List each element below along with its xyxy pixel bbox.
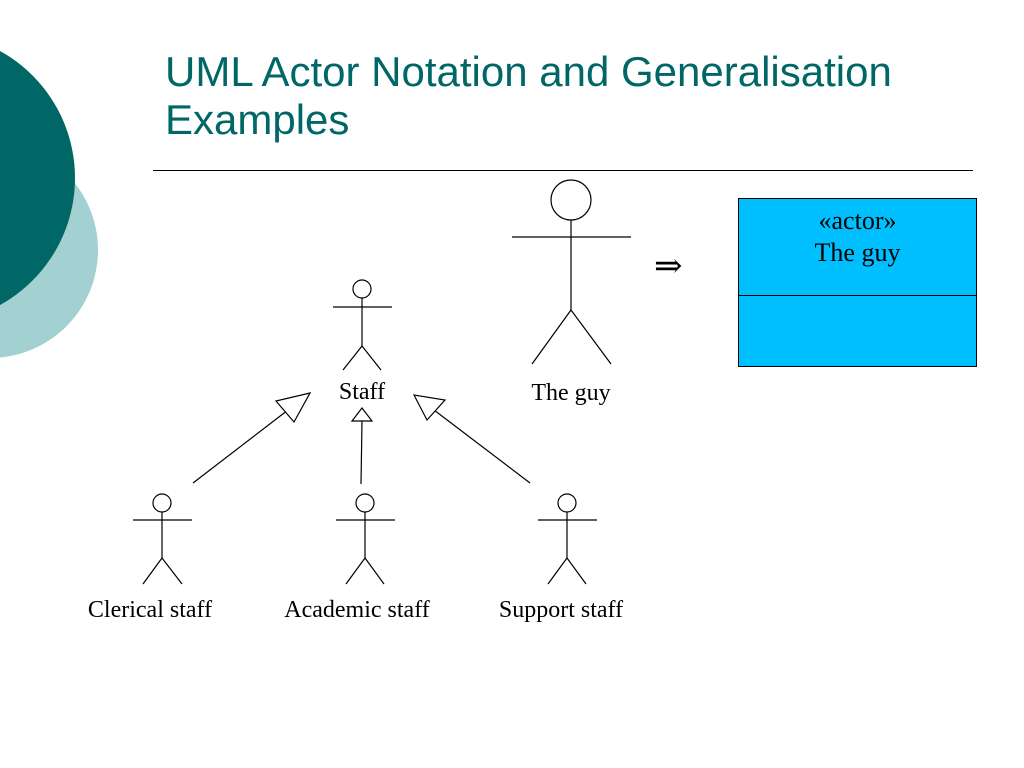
actor-class-header: «actor» The guy <box>739 199 976 296</box>
clerical-staff-actor-icon <box>133 493 192 585</box>
support-staff-actor-icon <box>538 493 597 585</box>
implies-arrow: ⇒ <box>654 246 683 286</box>
staff-actor-icon <box>333 279 392 371</box>
actor-stereotype: «actor» <box>818 206 897 235</box>
slide-title: UML Actor Notation and Generalisation Ex… <box>165 48 1005 144</box>
staff-label: Staff <box>338 379 386 405</box>
support-staff-label: Support staff <box>498 597 624 623</box>
actor-class-name: The guy <box>814 238 901 267</box>
generalisation-arrow-support <box>412 394 531 484</box>
actor-class-box: «actor» The guy <box>738 198 977 367</box>
academic-staff-actor-icon <box>336 493 395 585</box>
title-divider <box>153 170 973 171</box>
clerical-staff-label: Clerical staff <box>87 597 213 623</box>
academic-staff-label: Academic staff <box>284 597 430 623</box>
title-line-1: UML Actor Notation and Generalisation <box>165 48 892 95</box>
title-line-2: Examples <box>165 96 350 143</box>
dark-circle-decor <box>0 51 75 305</box>
the-guy-label: The guy <box>531 380 611 406</box>
the-guy-actor-icon <box>512 179 631 365</box>
generalisation-arrow-clerical <box>192 392 312 484</box>
generalisation-arrow-academic <box>350 407 374 485</box>
